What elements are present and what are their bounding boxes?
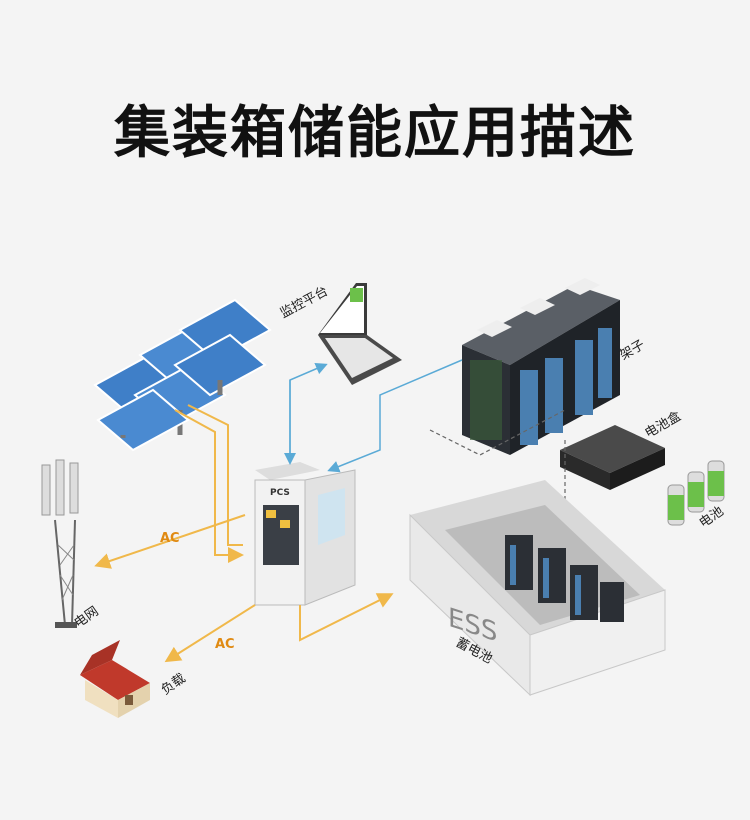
label-rack: 架子 [618,337,648,363]
pcs-label: PCS [270,488,290,498]
laptop-icon [318,283,402,385]
battery-icon [667,460,725,526]
house-icon [80,640,150,718]
label-load: 负载 [159,671,189,698]
solar-panel-array [93,298,272,452]
label-monitor: 监控平台 [278,284,331,322]
label-battery-box: 电池盒 [642,408,684,441]
data-flow-arrows [284,359,463,473]
pcs-cabinet-icon: PCS [254,462,356,606]
server-rack-icon [462,278,620,455]
battery-box-icon [560,425,665,490]
label-ac-top: AC [160,531,180,546]
link-line [429,409,566,456]
label-ac-bottom: AC [215,637,235,652]
ess-container-icon: ESS [409,480,666,697]
power-flow-arrows [94,404,394,663]
power-tower-icon [41,459,79,628]
page-title: 集装箱储能应用描述 [114,101,636,166]
